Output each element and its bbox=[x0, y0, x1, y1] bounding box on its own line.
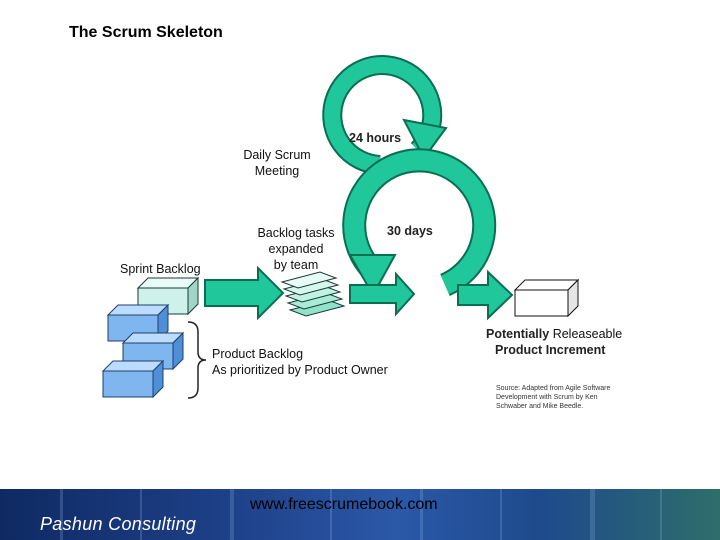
footer-texture bbox=[60, 489, 662, 540]
product-backlog-brace bbox=[187, 321, 207, 399]
sprint-backlog-label: Sprint Backlog bbox=[120, 262, 201, 276]
arrow-to-increment bbox=[457, 269, 514, 321]
brand-logo-text: Pashun Consulting bbox=[40, 514, 197, 534]
sprint-loop-arrowhead bbox=[348, 254, 397, 298]
product-backlog-line1: Product Backlog bbox=[212, 347, 304, 361]
product-increment-box bbox=[513, 278, 580, 318]
daily-loop-arrowhead bbox=[402, 118, 448, 160]
daily-scrum-line2: Meeting bbox=[254, 164, 300, 178]
source-line1: Source: Adapted from Agile Software bbox=[496, 385, 611, 392]
footer-url[interactable]: www.freescrumebook.com bbox=[250, 496, 438, 513]
arrow-to-tasks bbox=[204, 265, 285, 321]
backlog-tasks-line2: expanded bbox=[268, 242, 324, 256]
source-line2: Development with Scrum by Ken bbox=[496, 394, 598, 401]
backlog-tasks-line3: by team bbox=[273, 258, 319, 272]
arrow-to-loop bbox=[349, 271, 416, 317]
daily-scrum-line1: Daily Scrum bbox=[243, 148, 311, 162]
days-label: 30 days bbox=[387, 224, 433, 238]
increment-line1-a: Potentially bbox=[486, 327, 550, 341]
hours-label: 24 hours bbox=[349, 131, 402, 145]
product-backlog-label: Product Backlog As prioritized by Produc… bbox=[212, 346, 388, 378]
backlog-tasks-stack bbox=[280, 271, 346, 317]
source-line3: Schwaber and Mike Beedle. bbox=[496, 403, 584, 410]
increment-line2: Product Increment bbox=[495, 343, 606, 357]
increment-label: Potentially Releaseable Product Incremen… bbox=[486, 326, 622, 358]
product-backlog-line2: As prioritized by Product Owner bbox=[212, 363, 388, 377]
backlog-tasks-label: Backlog tasks expanded by team bbox=[250, 225, 342, 273]
increment-line1-b: Releaseable bbox=[552, 327, 623, 341]
backlog-tasks-line1: Backlog tasks bbox=[257, 226, 335, 240]
source-note: Source: Adapted from Agile Software Deve… bbox=[496, 384, 616, 411]
daily-scrum-label: Daily Scrum Meeting bbox=[236, 147, 318, 179]
product-backlog-blocks bbox=[101, 303, 185, 399]
page-title: The Scrum Skeleton bbox=[69, 24, 223, 41]
footer-band bbox=[0, 489, 720, 540]
